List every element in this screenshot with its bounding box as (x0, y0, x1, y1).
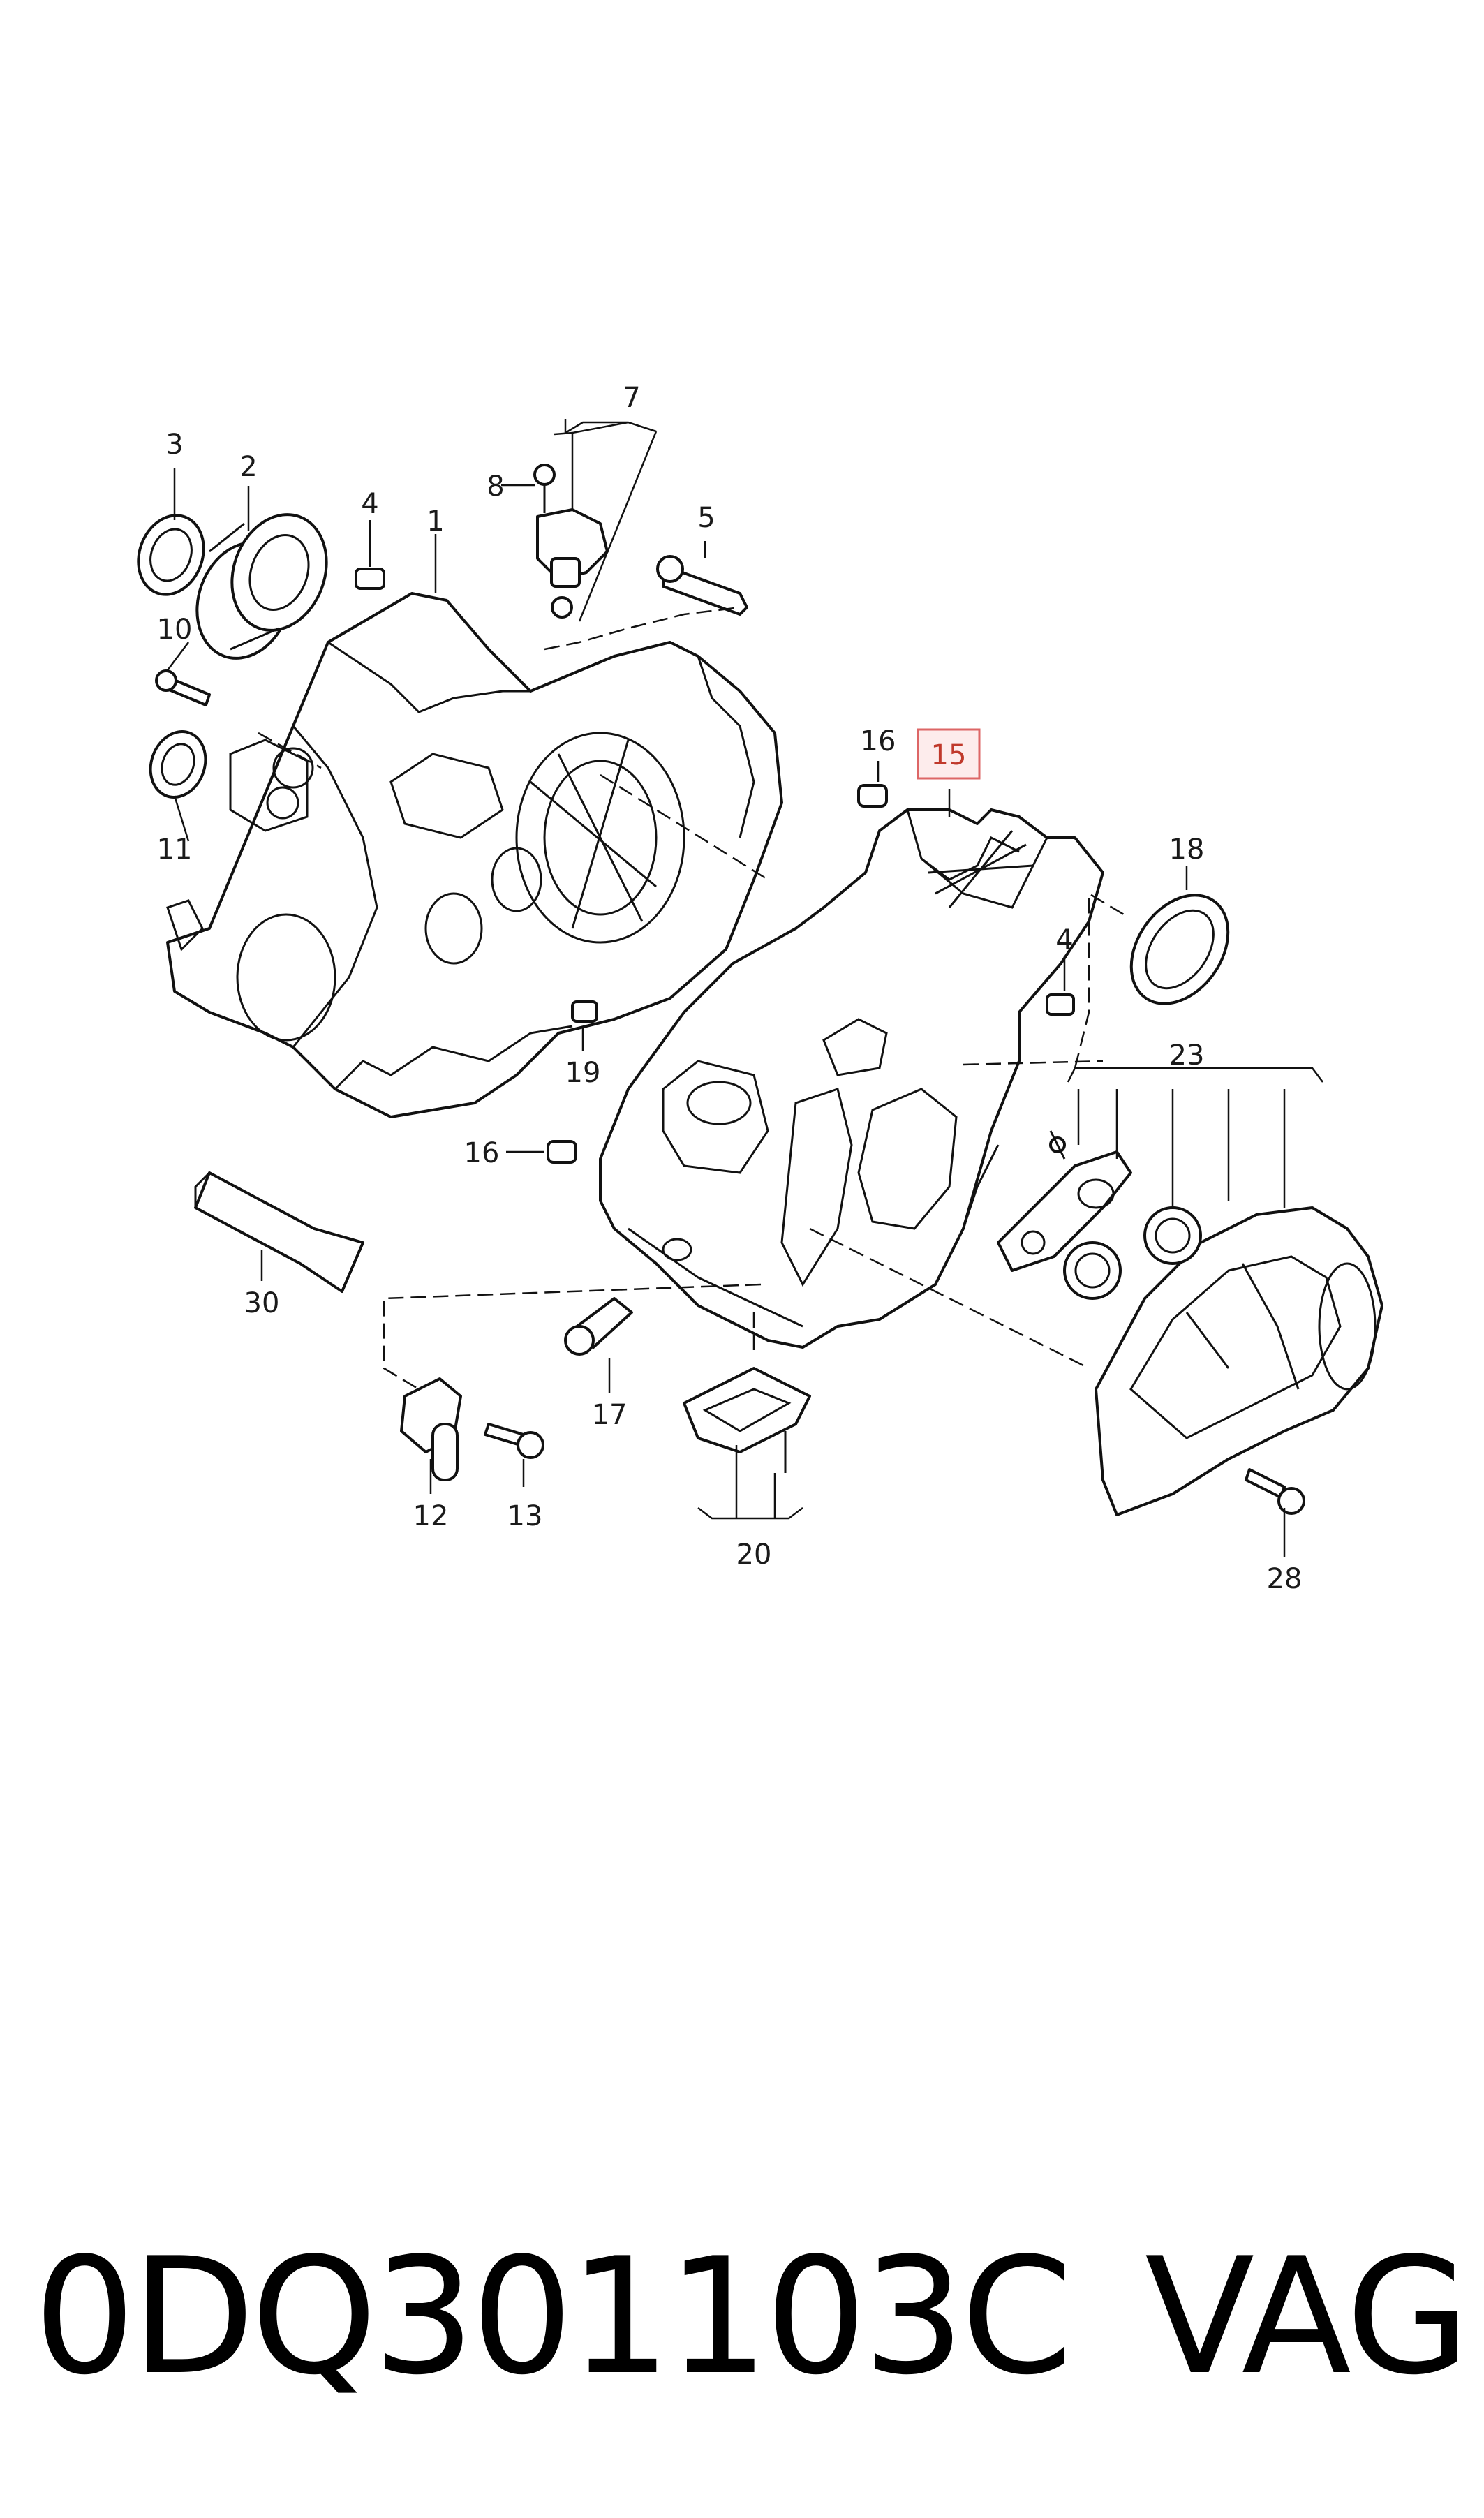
callout-16-mid: 16 (464, 1137, 500, 1169)
callout-18: 18 (1169, 834, 1205, 866)
assembly-lines (258, 606, 1125, 1391)
diagram-canvas: 3 2 4 1 5 7 8 10 11 16 15 4 18 23 16 19 … (137, 382, 1383, 1595)
cover-plate-20 (683, 1367, 811, 1473)
callout-20: 20 (736, 1539, 772, 1571)
plug-4-right (1046, 993, 1075, 1016)
callout-2: 2 (239, 451, 257, 483)
callout-16-top: 16 (861, 725, 896, 757)
callout-5: 5 (697, 502, 715, 534)
callout-12: 12 (413, 1500, 449, 1532)
bolt-10 (155, 669, 211, 706)
callout-30: 30 (244, 1287, 280, 1319)
callout-28: 28 (1267, 1563, 1303, 1595)
sensor-7 (533, 464, 609, 619)
gearbox-cover (1095, 1206, 1383, 1516)
callout-7: 7 (623, 382, 640, 414)
sensor-17 (564, 1297, 633, 1356)
dowel-16-mid (547, 1140, 577, 1164)
callout-13: 13 (507, 1500, 543, 1532)
seal-ring-3 (137, 514, 205, 596)
callout-15-highlight-box (917, 728, 981, 780)
callout-17: 17 (592, 1399, 628, 1431)
bolt-13 (484, 1423, 544, 1459)
callout-8: 8 (487, 471, 504, 503)
transmission-housing-left (166, 592, 783, 1118)
part-number: 0DQ301103C (34, 2224, 1073, 2410)
switch-12 (400, 1377, 462, 1481)
bearing-sleeve-2 (195, 513, 328, 660)
plug-4-left (355, 568, 385, 590)
callout-10: 10 (157, 614, 193, 646)
callout-1: 1 (426, 505, 444, 538)
clip-19 (571, 1000, 598, 1023)
seal-ring-18 (1129, 894, 1230, 1005)
callout-3: 3 (165, 429, 183, 461)
callout-19: 19 (565, 1057, 601, 1089)
bolt-28 (1245, 1468, 1305, 1515)
callout-4-right: 4 (1055, 924, 1073, 956)
callout-11: 11 (157, 834, 193, 866)
bolt-5 (656, 555, 748, 616)
sealant-tube-30 (194, 1171, 364, 1293)
callout-23: 23 (1169, 1039, 1205, 1072)
callout-labels: 3 2 4 1 5 7 8 10 11 16 15 4 18 23 16 19 … (157, 382, 1303, 1595)
leader-lines (167, 419, 1323, 1557)
dowel-16-top (857, 784, 888, 808)
brand-name: VAG (1145, 2224, 1470, 2410)
callout-15: 15 (931, 739, 967, 771)
callout-4-left: 4 (361, 488, 378, 520)
seal-ring-11 (149, 730, 207, 799)
